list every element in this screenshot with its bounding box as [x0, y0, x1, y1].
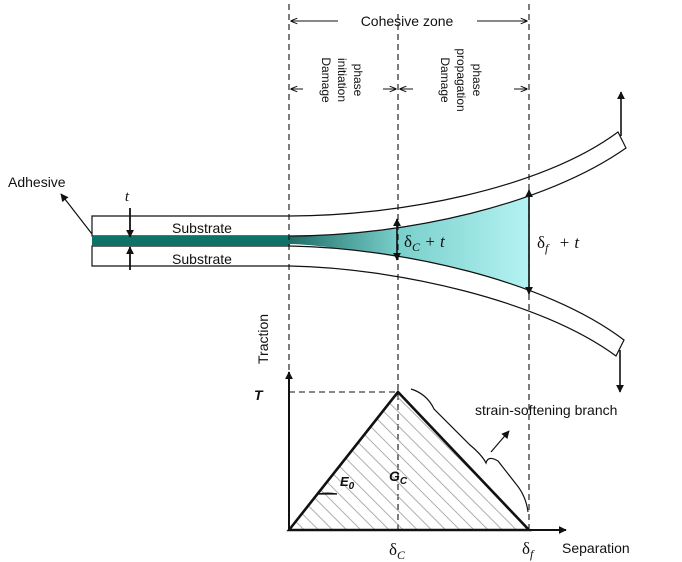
- initiation-label-line1: Damage: [319, 57, 333, 103]
- initiation-label-line2: initiation: [335, 58, 349, 102]
- cohesive-zone-label: Cohesive zone: [361, 13, 454, 29]
- adhesive-label: Adhesive: [8, 174, 66, 190]
- substrate-top-label: Substrate: [172, 220, 232, 236]
- propagation-label-line3: phase: [470, 64, 484, 97]
- opening-f-label: δf + t: [537, 233, 580, 255]
- x-tick-final: δf: [522, 539, 535, 561]
- upper-substrate: [91, 131, 627, 237]
- adhesive-pointer: [60, 193, 93, 235]
- traction-axis-label: Traction: [255, 314, 271, 364]
- initiation-label-line3: phase: [351, 64, 365, 97]
- substrate-bottom-label: Substrate: [172, 251, 232, 267]
- propagation-label-line1: Damage: [438, 57, 452, 103]
- opening-c-label: δC + t: [404, 232, 446, 254]
- thickness-label: t: [125, 189, 130, 205]
- x-tick-critical: δC: [389, 540, 406, 562]
- fracture-energy-label: GC: [389, 468, 408, 487]
- adhesive-layer: [92, 236, 290, 246]
- softening-brace: [410, 388, 529, 513]
- softening-label: strain-softening branch: [475, 402, 617, 418]
- propagation-label-line2: propagation: [454, 48, 468, 111]
- peak-label: T: [254, 387, 264, 403]
- separation-axis-label: Separation: [562, 540, 630, 556]
- stiffness-label: E0: [340, 474, 355, 492]
- softening-pointer: [490, 430, 510, 453]
